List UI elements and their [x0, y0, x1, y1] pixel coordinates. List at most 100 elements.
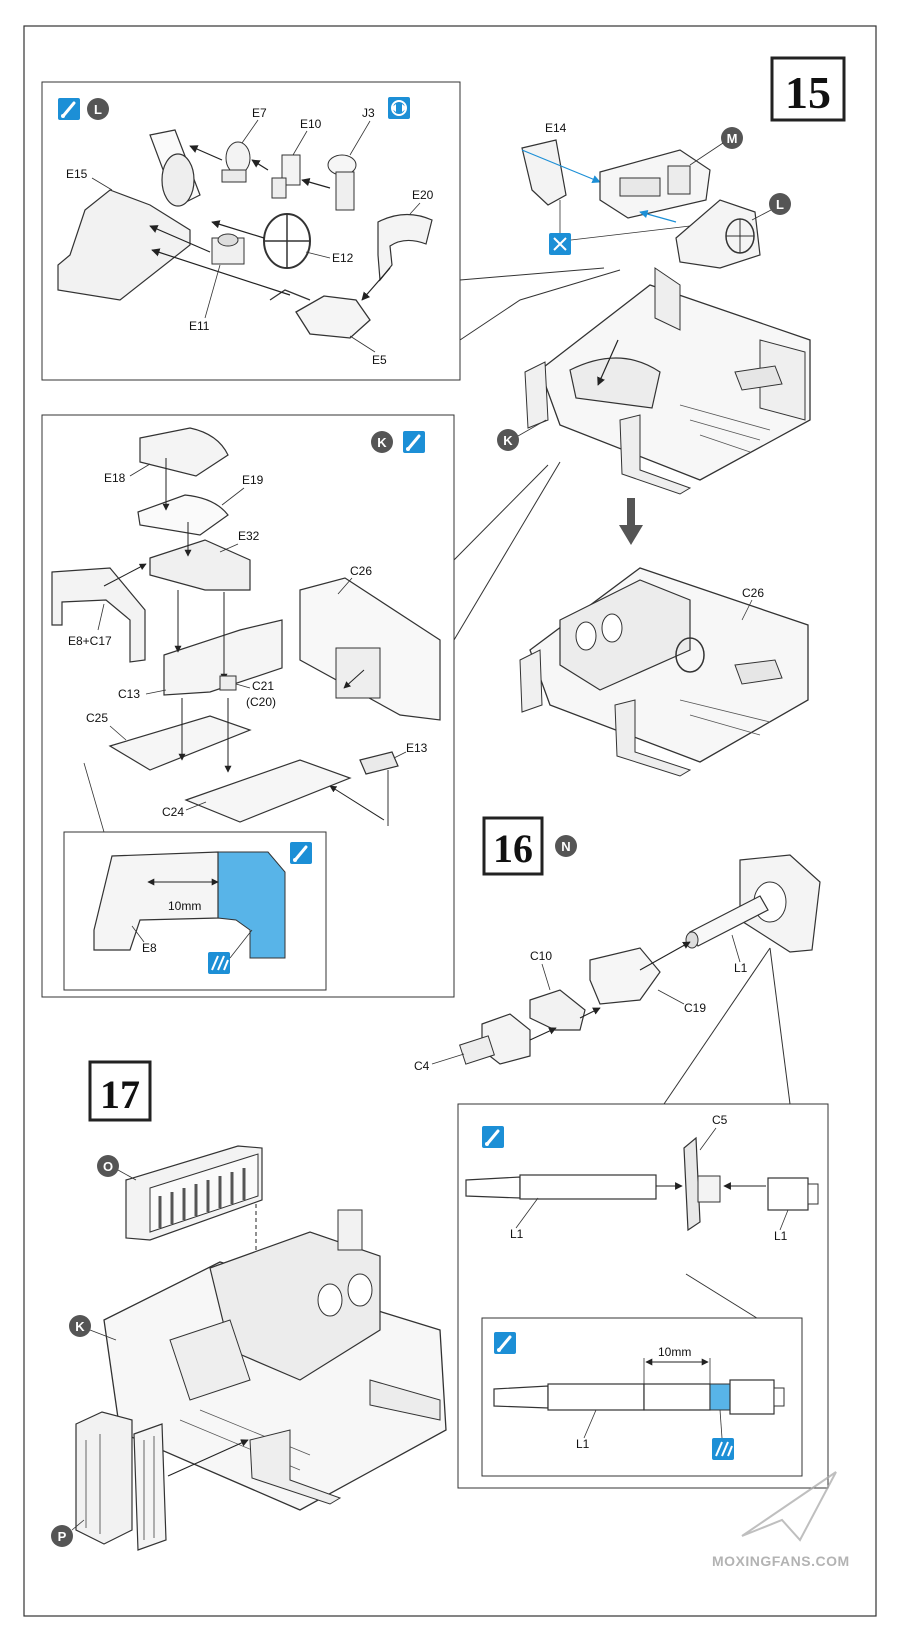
label-E8: E8 [142, 941, 157, 955]
label-L1: L1 [734, 961, 748, 975]
part-J3 [327, 154, 357, 211]
label-E12: E12 [332, 251, 354, 265]
part-C26-box [335, 647, 381, 699]
part-C21 [219, 675, 237, 691]
step-15: 15 L [41, 56, 846, 998]
label-E20: E20 [412, 188, 434, 202]
marker-K-17: K [69, 1315, 91, 1337]
callout-line [453, 464, 549, 561]
watermark: MOXINGFANS.COM [712, 1471, 849, 1569]
marker-K-17-label: K [75, 1319, 85, 1334]
step-17-number: 17 [100, 1072, 140, 1117]
callout-line [453, 461, 561, 641]
label-L1-inset-b: L1 [774, 1229, 788, 1243]
part-E20 [377, 213, 433, 282]
paint-brush-icon [290, 842, 312, 864]
barrel-L1-mid [519, 1174, 657, 1200]
callout-line [459, 267, 605, 281]
label-L1-inset-a: L1 [510, 1227, 524, 1241]
part-E15-gear [161, 153, 195, 207]
marker-N: N [555, 835, 577, 857]
step-16: 16 N L1 C19 C10 C4 [414, 816, 829, 1489]
marker-K: K [497, 429, 519, 451]
label-C24: C24 [162, 805, 184, 819]
label-J3: J3 [362, 106, 375, 120]
part-C10 [529, 989, 586, 1031]
cut-icon [549, 233, 571, 255]
paint-brush-icon [58, 98, 80, 120]
marker-O: O [97, 1155, 119, 1177]
hatched-area-icon [712, 1438, 734, 1460]
hull-assembly-step17 [103, 1209, 447, 1511]
marker-M: M [721, 127, 743, 149]
part-E10 [271, 154, 301, 199]
part-C4 [459, 1013, 531, 1065]
step-15-number-box [770, 56, 846, 122]
label-E19: E19 [242, 473, 264, 487]
hatched-area-icon [208, 952, 230, 974]
label-C13: C13 [118, 687, 140, 701]
label-C10: C10 [530, 949, 552, 963]
paper-plane-logo [741, 1471, 837, 1542]
part-E32 [149, 539, 251, 591]
part-C13 [163, 619, 283, 696]
step-15-inset-turret-controls: L [41, 81, 461, 381]
marker-L-label: L [94, 102, 102, 117]
step-16-number: 16 [493, 826, 533, 871]
paint-brush-icon [494, 1332, 516, 1354]
part-E12 [263, 213, 311, 269]
part-E5 [269, 289, 371, 339]
marker-P: P [51, 1525, 73, 1547]
part-C5 [683, 1136, 721, 1232]
step-16-inset-barrel: L1 C5 L1 [457, 1103, 829, 1489]
hatched-cut-area [217, 851, 286, 959]
handwheel-assembly-L [675, 199, 761, 269]
step-17: 17 O K [51, 1060, 447, 1551]
barrel-L1-breech-end [807, 1183, 819, 1205]
marker-L2-label: L [776, 197, 784, 212]
ammo-rack-O [125, 1145, 263, 1241]
label-E7: E7 [252, 106, 267, 120]
callout-line [685, 1273, 761, 1321]
hull-assembly-completed: C26 [519, 567, 809, 777]
part-E14 [521, 139, 567, 206]
ammo-rack-P [75, 1411, 167, 1551]
label-E18: E18 [104, 471, 126, 485]
step-15-inset-floor-assembly: K E18 E19 E32 E8+C17 [41, 414, 455, 998]
part-E18 [139, 427, 229, 477]
paint-brush-icon [482, 1126, 504, 1148]
part-E8-C17 [51, 567, 146, 663]
marker-L: L [87, 98, 109, 120]
hull-assembly-top: K [497, 267, 811, 495]
marker-L-2: L [769, 193, 791, 215]
marker-K-inset-label: K [377, 435, 387, 450]
step-17-number-box [88, 1060, 152, 1122]
label-E15: E15 [66, 167, 88, 181]
detail-E8-cut: 10mm E8 [63, 762, 327, 991]
label-E10: E10 [300, 117, 322, 131]
callout-line [663, 947, 771, 1105]
label-C21: C21 [252, 679, 274, 693]
label-C19: C19 [684, 1001, 706, 1015]
barrel-L1-breech [767, 1177, 809, 1211]
label-E5: E5 [372, 353, 387, 367]
label-C5: C5 [712, 1113, 728, 1127]
part-C19 [589, 947, 661, 1005]
label-10mm-E8: 10mm [168, 899, 201, 913]
label-E32: E32 [238, 529, 260, 543]
callout-line [769, 947, 791, 1105]
marker-P-label: P [58, 1529, 67, 1544]
marker-O-label: O [103, 1159, 113, 1174]
label-10mm-L1: 10mm [658, 1345, 691, 1359]
detail-L1-cut: 10mm L1 [481, 1317, 803, 1477]
label-L1-detail: L1 [576, 1437, 590, 1451]
marker-M-label: M [727, 131, 738, 146]
step-15-sight-assembly: E14 M L [521, 121, 791, 269]
label-C26-inset: C26 [350, 564, 372, 578]
paint-brush-icon [403, 431, 425, 453]
label-C4: C4 [414, 1059, 430, 1073]
page-border [23, 25, 877, 1617]
sight-block-M [599, 149, 711, 219]
part-E13 [359, 751, 399, 775]
